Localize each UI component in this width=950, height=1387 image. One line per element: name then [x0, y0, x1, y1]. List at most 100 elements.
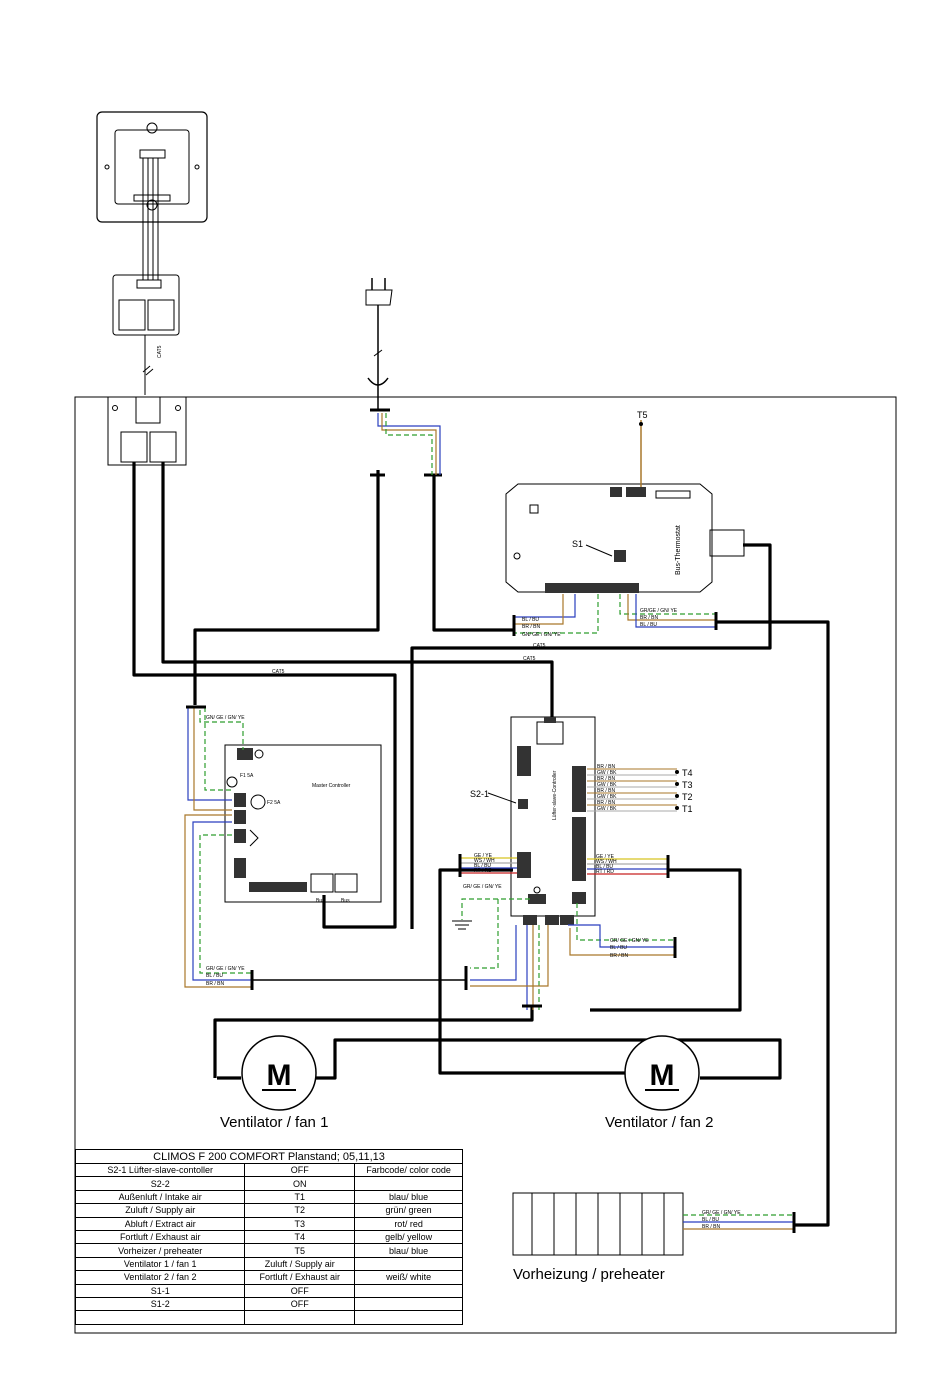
fan1-motor [241, 1035, 317, 1111]
fan2-label: Ventilator / fan 2 [605, 1114, 713, 1131]
sensor-wire-8: GW / BK [597, 806, 617, 812]
thermostat-wires [514, 594, 716, 634]
sensor-wire-1: BR / BN [597, 764, 615, 770]
legend-cell: blau/ blue [354, 1189, 463, 1205]
legend-cell [74, 1310, 246, 1325]
fan1-label: Ventilator / fan 1 [220, 1114, 328, 1131]
slave-controller-title: Lüfter-slave-Controller [552, 770, 558, 820]
legend-cell: gelb/ yellow [354, 1229, 463, 1245]
thermostat-wire-3: BL / BU [640, 622, 657, 628]
sensor-t2: T2 [682, 792, 693, 802]
master-port-2: Bus [341, 898, 350, 904]
slave-right-wires [587, 858, 668, 875]
master-fuse1: F1 5A [240, 773, 254, 779]
thermostat-sensor-label: T5 [637, 410, 648, 420]
mains-plug-icon [365, 278, 393, 410]
slave-controller-board [510, 716, 596, 925]
preheater-label: Vorheizung / preheater [513, 1266, 665, 1283]
legend-cell: T4 [244, 1229, 356, 1245]
master-bottom-wire-2: BL / BU [206, 973, 223, 979]
legend-cell: OFF [244, 1296, 356, 1312]
sensor-t4: T4 [682, 768, 693, 778]
legend-cell: Außenluft / Intake air [74, 1189, 246, 1205]
legend-cell: rot/ red [354, 1216, 463, 1231]
legend-cell: S1-2 [74, 1296, 246, 1312]
master-wires [184, 707, 252, 988]
slave-right-wire-1: GE / YE [596, 854, 615, 860]
thermostat-bus-wire-3: GN/ GE / GN/ YE [522, 632, 561, 638]
master-bottom-wire-3: BR / BN [206, 981, 224, 987]
legend-cell: Fortluft / Exhaust air [74, 1229, 246, 1245]
thermostat-switch-label: S1 [572, 539, 583, 549]
legend-cell: Vorheizer / preheater [74, 1243, 246, 1258]
cat5-cables [132, 462, 830, 1227]
fan2-motor-symbol: M [650, 1059, 675, 1092]
preheater-wire-3: BR / BN [702, 1224, 720, 1230]
master-bottom-wire-1: GR/ GE / GN/ YE [206, 966, 245, 972]
legend-cell: ON [244, 1176, 356, 1191]
fan2-wire-3: BR / BN [610, 953, 628, 959]
master-controller-title: Master Controller [312, 783, 351, 789]
legend-cell [354, 1310, 463, 1325]
thermostat-bus-wire-1: BL / BU [522, 617, 539, 623]
sensor-wire-7: BR / BN [597, 800, 615, 806]
ground-icon [452, 920, 472, 930]
legend-cell: Ventilator 1 / fan 1 [74, 1256, 246, 1272]
cable-cat5-label-3: CAT5 [272, 669, 285, 675]
legend-cell: S2-1 Lüfter-slave-contoller [74, 1162, 246, 1178]
preheater-wire-1: GR/ GE / GN/ YE [702, 1210, 741, 1216]
preheater-wires [683, 1214, 794, 1230]
preheater-wire-2: BL / BU [702, 1217, 719, 1223]
legend-cell: S2-2 [74, 1176, 246, 1191]
legend-cell: OFF [244, 1162, 356, 1178]
preheater-unit [512, 1192, 684, 1256]
legend-cell: S1-1 [74, 1283, 246, 1298]
legend-cell: T5 [244, 1243, 356, 1258]
legend-cell [354, 1256, 463, 1272]
cable-cat5-label-2: CAT5 [533, 643, 546, 649]
cable-cat5-label-1: CAT5 [157, 345, 163, 358]
slave-mid-wire: GR/ GE / GN/ YE [463, 884, 502, 890]
fan2-wire-2: BL / BU [610, 945, 627, 951]
legend-cell: Zuluft / Supply air [244, 1256, 356, 1272]
legend-cell [354, 1296, 463, 1312]
slave-left-wires [460, 857, 517, 874]
legend-cell: Zuluft / Supply air [74, 1203, 246, 1218]
wall-control-unit [96, 111, 208, 223]
legend-cell: Farbcode/ color code [354, 1162, 463, 1178]
master-top-wire: GN/ GE / GN/ YE [206, 715, 245, 721]
legend-cell [354, 1283, 463, 1298]
master-port-1: Bus [316, 898, 325, 904]
sensor-t1: T1 [682, 804, 693, 814]
thermostat-title: Bus-Thermostat [675, 525, 682, 575]
slave-left-wire-1: GE / YE [474, 853, 493, 859]
enclosure-frame [74, 396, 897, 1334]
legend-cell [354, 1176, 463, 1191]
slave-left-wire-3: BL / BU [474, 863, 491, 869]
cat5-adapter-top [112, 158, 180, 395]
legend-cell: Abluft / Extract air [74, 1216, 246, 1231]
master-fuse2: F2 5A [267, 800, 281, 806]
table-row [74, 1310, 463, 1325]
slave-right-wire-4: RT / RD [596, 869, 614, 875]
sensor-wires [587, 768, 677, 812]
legend-table: CLIMOS F 200 COMFORT Planstand; 05,11,13… [74, 1149, 463, 1325]
fan2-wire-1: GR/ GE / GN/ YE [610, 938, 649, 944]
cat5-junction-box [107, 396, 187, 466]
sensor-wire-4: GW / BK [597, 782, 617, 788]
master-controller-board [224, 744, 382, 903]
slave-switch-label: S2-1 [470, 789, 489, 799]
legend-title: CLIMOS F 200 COMFORT Planstand; 05,11,13 [75, 1149, 463, 1164]
legend-cell: Ventilator 2 / fan 2 [74, 1270, 246, 1285]
cable-cat5-label-4: CAT5 [523, 656, 536, 662]
